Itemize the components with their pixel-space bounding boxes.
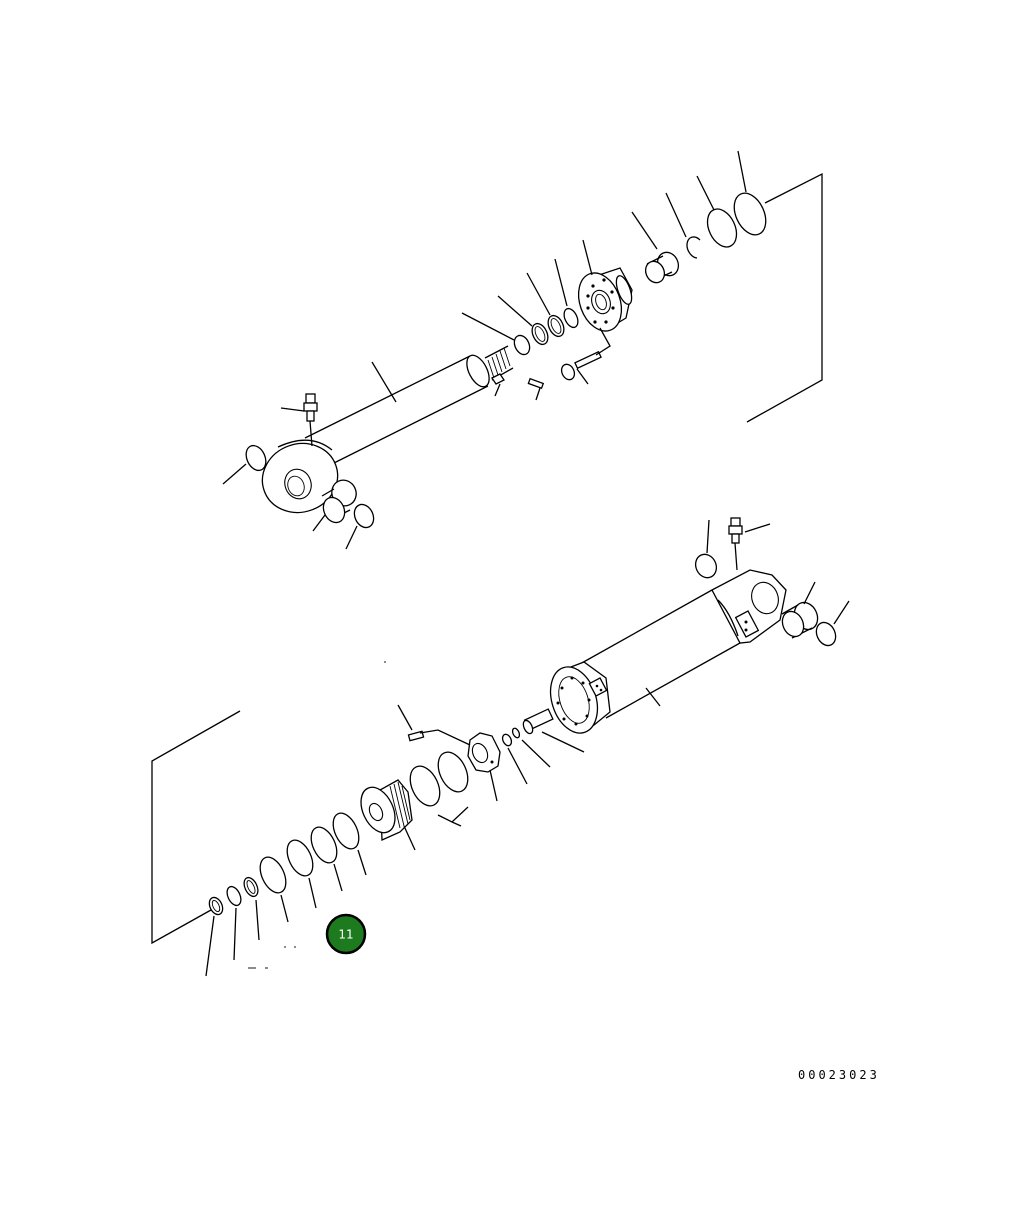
drawing-number: 00023023 <box>798 1068 880 1082</box>
faint-marks <box>248 661 386 969</box>
callout-badge-icon[interactable]: 11 <box>325 913 367 955</box>
piston-nut <box>467 732 501 802</box>
rod-eye-snap-ring <box>345 503 375 550</box>
tube-eye-seal-top <box>694 519 718 579</box>
set-screw <box>397 704 471 746</box>
rod-eye-bushing <box>312 479 357 532</box>
rod-leader <box>371 361 397 403</box>
head-bolt <box>560 327 611 385</box>
group-bracket-upper <box>746 172 823 423</box>
head-o-rings <box>696 150 767 248</box>
rod-end-thread <box>522 708 585 753</box>
head-bushing <box>631 211 680 284</box>
piston-seals <box>259 812 367 923</box>
grease-fitting-lower <box>728 517 771 571</box>
rod-eye-left-seal <box>222 444 267 485</box>
wear-rings <box>409 751 469 827</box>
piston-rod <box>261 345 514 514</box>
lock-washer <box>501 733 528 785</box>
rod-seals <box>461 258 579 356</box>
small-ring <box>511 727 551 768</box>
tube-assembly <box>151 517 850 977</box>
callout-label: 11 <box>338 928 353 942</box>
head-snap-ring <box>665 192 701 259</box>
tube-eye-snap-ring <box>815 600 850 647</box>
grease-fitting-upper <box>280 393 318 447</box>
cylinder-head <box>577 239 633 332</box>
lock-pins <box>491 373 545 401</box>
cushion-rings <box>205 876 260 977</box>
cylinder-tube <box>549 569 787 734</box>
piston <box>360 779 416 851</box>
callout-circle[interactable] <box>325 913 367 955</box>
tube-eye-bushing <box>781 581 819 639</box>
rod-assembly <box>222 150 823 550</box>
group-bracket-lower <box>151 710 241 945</box>
